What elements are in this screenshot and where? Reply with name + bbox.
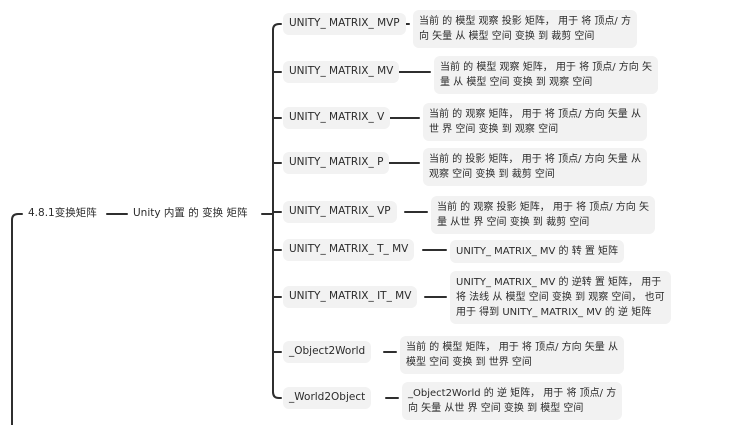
matrix-node[interactable]: UNITY_ MATRIX_ P [283, 152, 390, 174]
description-line: 当前 的 观察 投影 矩阵， 用于 将 顶点/ 方向 矢 [437, 202, 649, 213]
matrix-node[interactable]: UNITY_ MATRIX_ T_ MV [283, 239, 415, 261]
description-node[interactable]: 当前 的 模型 矩阵， 用于 将 顶点/ 方向 矢量 从模型 空间 变换 到 世… [400, 336, 624, 374]
matrix-label: UNITY_ MATRIX_ MVP [289, 17, 400, 29]
parent-node[interactable]: Unity 内置 的 变换 矩阵 [129, 204, 251, 224]
matrix-label: _Object2World [289, 345, 366, 357]
description-line: _Object2World 的 逆 矩阵， 用于 将 顶点/ 方 [408, 388, 617, 399]
matrix-label: UNITY_ MATRIX_ IT_ MV [289, 290, 412, 302]
description-node[interactable]: 当前 的 模型 观察 矩阵， 用于 将 顶点/ 方向 矢量 从 模型 空间 变换… [434, 56, 658, 94]
root-label: 4.8.1变换矩阵 [28, 207, 97, 219]
description-node[interactable]: 当前 的 投影 矩阵， 用于 将 顶点/ 方向 矢量 从观察 空间 变换 到 裁… [423, 148, 647, 186]
description-node[interactable]: UNITY_ MATRIX_ MV 的 逆转 置 矩阵， 用于将 法线 从 模型… [450, 271, 671, 324]
description-line: 量 从 模型 空间 变换 到 观察 空间 [440, 77, 593, 88]
description-line: 当前 的 模型 观察 矩阵， 用于 将 顶点/ 方向 矢 [440, 62, 652, 73]
description-line: 向 矢量 从世 界 空间 变换 到 模型 空间 [408, 403, 584, 414]
matrix-node[interactable]: UNITY_ MATRIX_ V [283, 107, 391, 129]
matrix-node[interactable]: _Object2World [283, 341, 372, 363]
description-line: 当前 的 模型 观察 投影 矩阵， 用于 将 顶点/ 方 [419, 16, 631, 27]
description-line: 当前 的 模型 矩阵， 用于 将 顶点/ 方向 矢量 从 [406, 342, 618, 353]
matrix-label: UNITY_ MATRIX_ MV [289, 65, 394, 77]
matrix-node[interactable]: _World2Object [283, 387, 372, 409]
description-node[interactable]: 当前 的 模型 观察 投影 矩阵， 用于 将 顶点/ 方向 矢量 从 模型 空间… [413, 10, 637, 48]
description-line: 将 法线 从 模型 空间 变换 到 观察 空间， 也可 [456, 292, 665, 303]
description-line: 模型 空间 变换 到 世界 空间 [406, 357, 532, 368]
description-line: 世 界 空间 变换 到 观察 空间 [429, 124, 559, 135]
connector-line [272, 391, 282, 399]
parent-label: Unity 内置 的 变换 矩阵 [133, 207, 248, 219]
description-line: UNITY_ MATRIX_ MV 的 逆转 置 矩阵， 用于 [456, 277, 662, 288]
description-line: UNITY_ MATRIX_ MV 的 转 置 矩阵 [456, 246, 619, 257]
description-line: 当前 的 观察 矩阵， 用于 将 顶点/ 方向 矢量 从 [429, 109, 641, 120]
description-line: 当前 的 投影 矩阵， 用于 将 顶点/ 方向 矢量 从 [429, 154, 641, 165]
connector-line [11, 213, 23, 425]
description-node[interactable]: UNITY_ MATRIX_ MV 的 转 置 矩阵 [450, 240, 625, 263]
matrix-node[interactable]: UNITY_ MATRIX_ IT_ MV [283, 286, 418, 308]
description-line: 向 矢量 从 模型 空间 变换 到 裁剪 空间 [419, 31, 595, 42]
description-node[interactable]: _Object2World 的 逆 矩阵， 用于 将 顶点/ 方向 矢量 从世 … [402, 382, 623, 420]
description-line: 观察 空间 变换 到 裁剪 空间 [429, 169, 555, 180]
description-node[interactable]: 当前 的 观察 投影 矩阵， 用于 将 顶点/ 方向 矢量 从世 界 空间 变换… [431, 196, 655, 234]
matrix-label: UNITY_ MATRIX_ VP [289, 205, 391, 217]
matrix-label: UNITY_ MATRIX_ T_ MV [289, 243, 409, 255]
matrix-node[interactable]: UNITY_ MATRIX_ MV [283, 61, 400, 83]
description-line: 量 从世 界 空间 变换 到 裁剪 空间 [437, 217, 590, 228]
matrix-label: UNITY_ MATRIX_ P [289, 156, 384, 168]
connector-line [272, 23, 282, 31]
matrix-node[interactable]: UNITY_ MATRIX_ MVP [283, 13, 406, 35]
root-node[interactable]: 4.8.1变换矩阵 [24, 204, 101, 224]
description-line: 用于 得到 UNITY_ MATRIX_ MV 的 逆 矩阵 [456, 307, 652, 318]
description-node[interactable]: 当前 的 观察 矩阵， 用于 将 顶点/ 方向 矢量 从世 界 空间 变换 到 … [423, 103, 647, 141]
matrix-label: _World2Object [289, 391, 366, 403]
matrix-node[interactable]: UNITY_ MATRIX_ VP [283, 201, 397, 223]
matrix-label: UNITY_ MATRIX_ V [289, 111, 385, 123]
